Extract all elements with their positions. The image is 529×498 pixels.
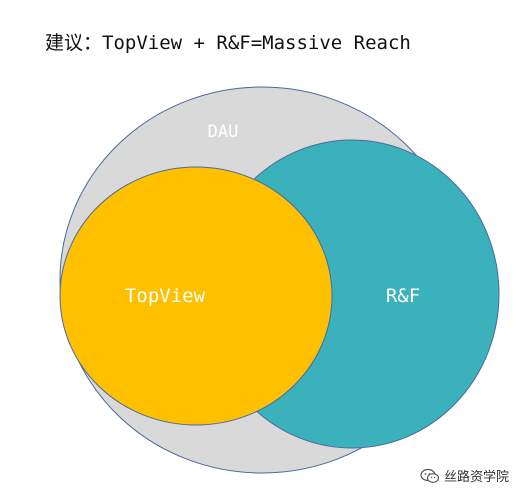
page-title: 建议：TopView + R&F=Massive Reach [45,32,411,54]
wechat-icon [420,468,440,483]
topview-circle [59,166,333,426]
dau-label: DAU [208,122,239,142]
rf-label: R&F [386,285,420,307]
watermark-text: 丝路资学院 [444,470,510,485]
topview-label: TopView [125,285,206,307]
watermark: 丝路资学院 [420,466,509,485]
